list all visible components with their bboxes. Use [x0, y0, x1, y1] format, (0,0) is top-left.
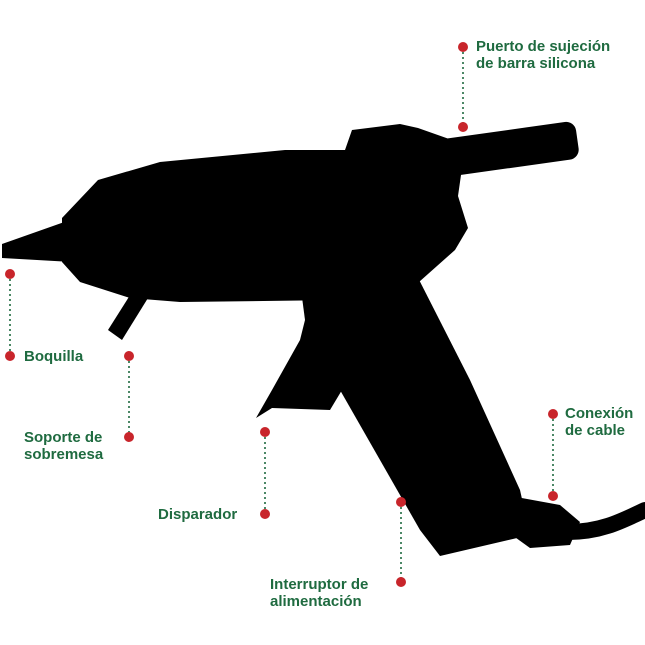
label-soporte-line-2: sobremesa	[24, 446, 104, 463]
label-boquilla: Boquilla	[24, 348, 83, 365]
dot-interruptor-bottom	[396, 577, 406, 587]
callout-dots	[5, 42, 558, 587]
label-interruptor-line-2: alimentación	[270, 593, 362, 610]
dot-disparador-top	[260, 427, 270, 437]
label-interruptor-line-1: Interruptor de	[270, 576, 369, 593]
label-conexion-line-2: de cable	[565, 422, 626, 439]
nozzle-shape	[2, 220, 72, 262]
glue-gun-silhouette	[2, 121, 580, 556]
dot-puerto-bottom	[458, 122, 468, 132]
label-boquilla-line-1: Boquilla	[24, 348, 84, 365]
dot-interruptor-top	[396, 497, 406, 507]
power-cable	[560, 502, 645, 540]
dot-puerto-top	[458, 42, 468, 52]
label-puerto: Puerto de sujeción de barra silicona	[476, 38, 610, 72]
stick-port-shape	[439, 121, 579, 177]
dot-conexion-bottom	[548, 491, 558, 501]
label-conexion: Conexión de cable	[565, 405, 633, 439]
label-disparador-line-1: Disparador	[158, 506, 238, 523]
handle-shape	[300, 262, 530, 556]
dot-conexion-top	[548, 409, 558, 419]
dot-boquilla-bottom	[5, 351, 15, 361]
desk-stand-shape	[108, 292, 148, 340]
body-shape	[62, 124, 468, 302]
strain-relief-shape	[505, 495, 580, 548]
label-puerto-line-2: de barra silicona	[476, 55, 596, 72]
label-disparador: Disparador	[158, 506, 237, 523]
dot-soporte-bottom	[124, 432, 134, 442]
dot-soporte-top	[124, 351, 134, 361]
label-puerto-line-1: Puerto de sujeción	[476, 38, 611, 55]
label-soporte-line-1: Soporte de	[24, 429, 103, 446]
dot-disparador-bottom	[260, 509, 270, 519]
label-conexion-line-1: Conexión	[565, 405, 634, 422]
dot-boquilla-top	[5, 269, 15, 279]
label-interruptor: Interruptor de alimentación	[270, 576, 368, 610]
leader-lines	[9, 47, 554, 582]
label-soporte: Soporte de sobremesa	[24, 429, 103, 463]
